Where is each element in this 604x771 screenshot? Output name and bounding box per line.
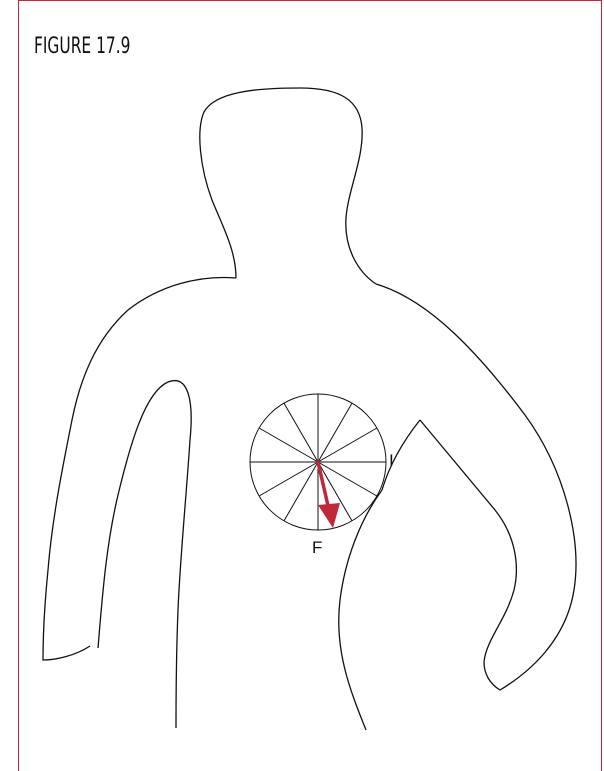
left-flank-outline (98, 381, 191, 728)
axis-label-f: F (312, 538, 322, 557)
left-arm-outline (43, 277, 236, 660)
head-neck-outline (200, 88, 376, 284)
lead-label-i: I (389, 451, 394, 470)
right-flank-outline (339, 420, 420, 730)
right-arm-outline (376, 284, 576, 690)
torso-outline (43, 88, 576, 730)
